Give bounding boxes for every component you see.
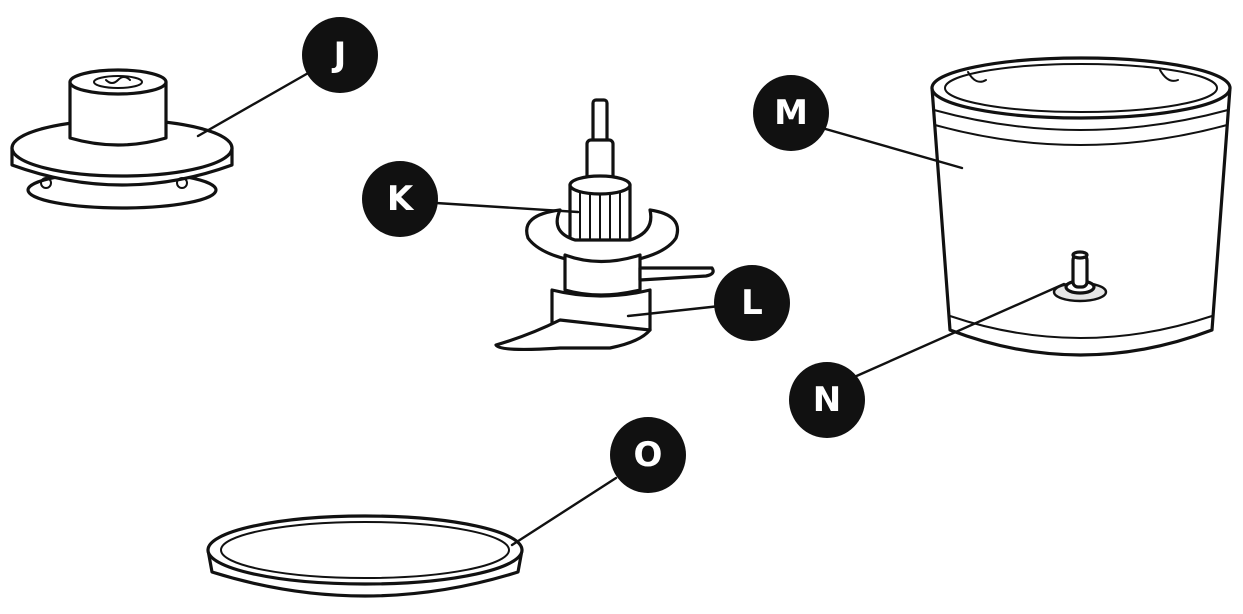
part-o-base-ring: [206, 514, 524, 598]
leader-n: [850, 282, 1066, 380]
callout-l: L: [714, 265, 790, 341]
leader-o: [510, 476, 618, 547]
callout-k: K: [362, 161, 438, 237]
callout-o-label: O: [634, 435, 663, 475]
part-n-center-pin: [1052, 250, 1108, 303]
part-m-bowl: [930, 56, 1232, 357]
callout-j-label: J: [332, 35, 347, 75]
leader-l: [626, 304, 722, 318]
callout-m: M: [753, 75, 829, 151]
callout-m-label: M: [774, 93, 808, 133]
callout-l-label: L: [741, 283, 763, 323]
callout-n: N: [789, 362, 865, 438]
leader-m: [820, 126, 964, 170]
callout-n-label: N: [813, 380, 841, 420]
callout-o: O: [610, 417, 686, 493]
part-j-gearbox-lid: [10, 68, 234, 210]
callout-k-label: K: [387, 179, 415, 219]
leader-j: [196, 70, 312, 138]
callout-j: J: [302, 17, 378, 93]
leader-k: [434, 201, 580, 214]
part-k-l-blade-assembly: [494, 98, 715, 352]
